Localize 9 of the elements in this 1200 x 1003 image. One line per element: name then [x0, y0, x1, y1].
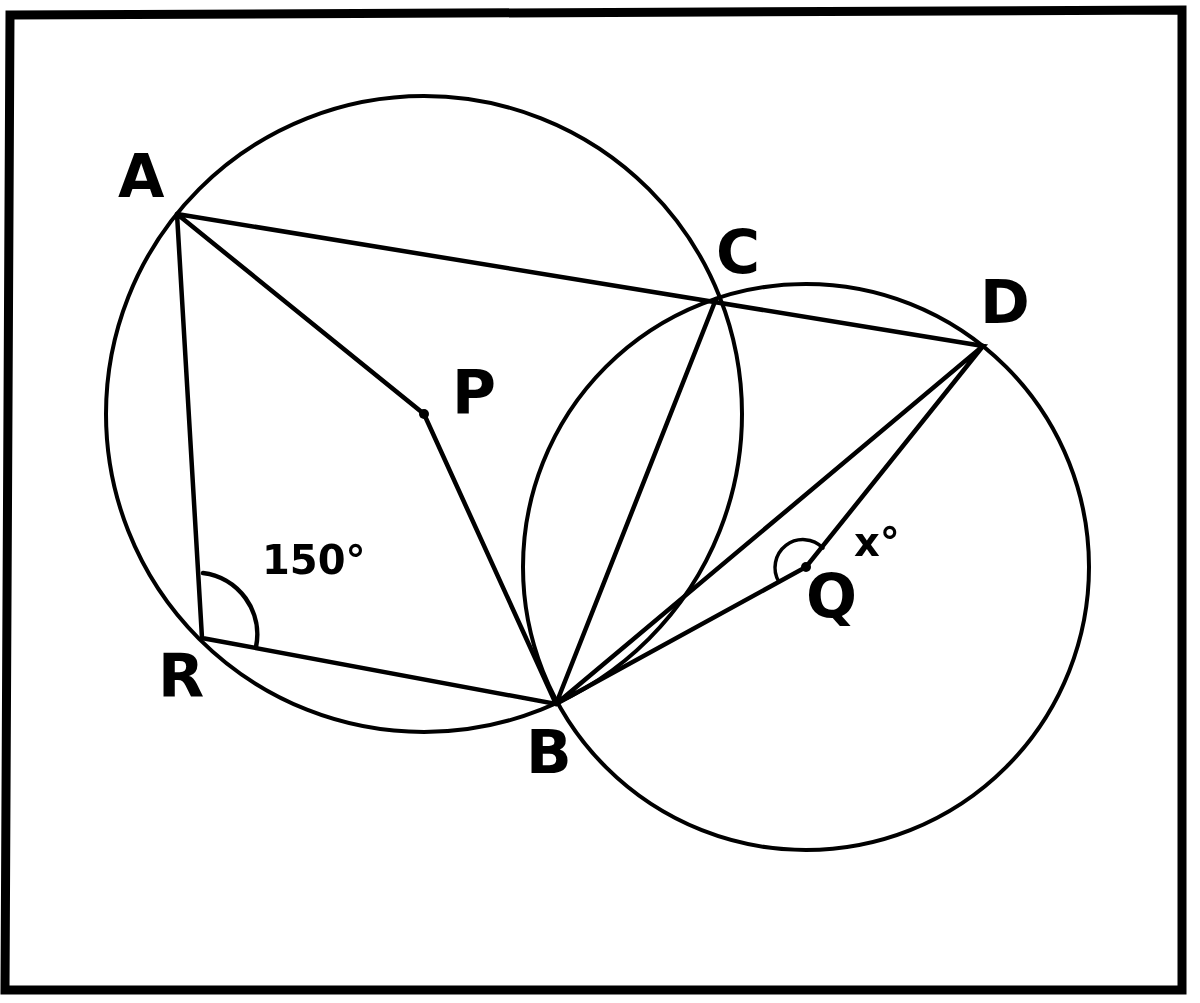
point-label: B [526, 722, 572, 782]
angle-label: 150° [262, 540, 366, 580]
point-label: C [716, 222, 761, 282]
point-label: P [452, 362, 496, 422]
point-label: D [980, 272, 1030, 332]
angle-label: x° [854, 522, 900, 562]
point-label: Q [806, 566, 857, 626]
point-label: R [158, 646, 205, 706]
point-label: A [118, 146, 165, 206]
